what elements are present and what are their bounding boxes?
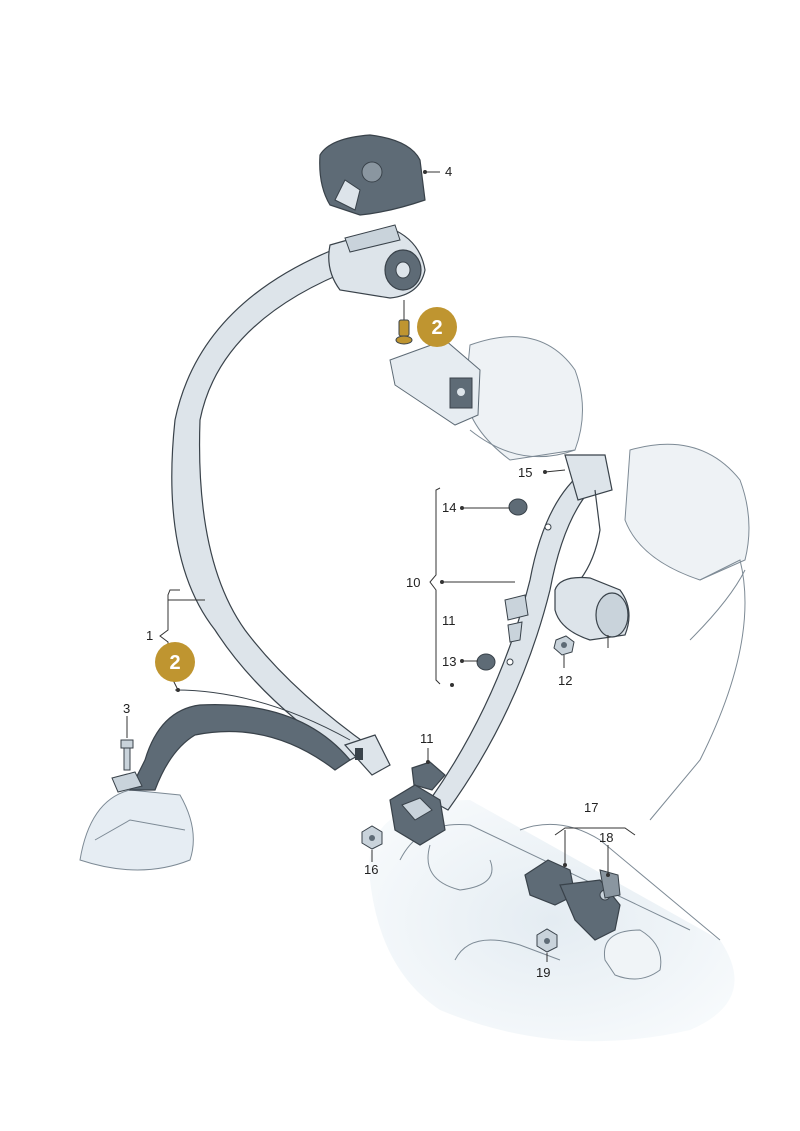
center-belt-webbing	[429, 454, 613, 811]
headrest-middle	[464, 336, 583, 461]
badge-left: 2	[155, 642, 195, 682]
headrest-right	[624, 443, 750, 821]
cover-cap	[319, 134, 426, 216]
callout-11-lower: 11	[420, 731, 434, 746]
callout-11-upper: 11	[442, 613, 456, 628]
plug-cap-14	[508, 498, 528, 516]
callout-16: 16	[364, 862, 378, 877]
buckle-assembly-17	[524, 859, 621, 941]
plug-cap-13	[476, 653, 496, 671]
mounting-bracket	[389, 339, 481, 426]
latch-tongue	[343, 734, 391, 776]
callout-18: 18	[599, 830, 613, 845]
lower-buckle	[389, 784, 446, 846]
badge-top: 2	[417, 307, 457, 347]
upper-retractor	[328, 224, 426, 299]
anchor-bolt-3	[111, 720, 143, 793]
callout-13: 13	[442, 654, 456, 669]
callout-1: 1	[146, 628, 153, 643]
nut-12	[553, 635, 575, 656]
callout-3: 3	[123, 701, 130, 716]
retractor-bolt	[395, 300, 413, 345]
callout-19: 19	[536, 965, 550, 980]
badge-top-text: 2	[431, 317, 442, 339]
badge-left-text: 2	[169, 652, 180, 674]
center-retractor	[554, 576, 630, 648]
leader-lines	[126, 170, 636, 962]
callout-17: 17	[584, 800, 598, 815]
callout-12: 12	[558, 673, 572, 688]
callout-15: 15	[518, 465, 532, 480]
nut-16	[361, 825, 383, 850]
floor-panel	[369, 800, 735, 1042]
main-belt-webbing	[129, 244, 374, 791]
left-floor-mount-area	[79, 789, 194, 871]
callout-14: 14	[442, 500, 456, 515]
callout-10: 10	[406, 575, 420, 590]
nut-19	[536, 928, 558, 953]
callout-4: 4	[445, 164, 452, 179]
callout-labels: 4 15 14 10 11 13 12 11 16 17 18 19 3 1	[123, 164, 613, 980]
